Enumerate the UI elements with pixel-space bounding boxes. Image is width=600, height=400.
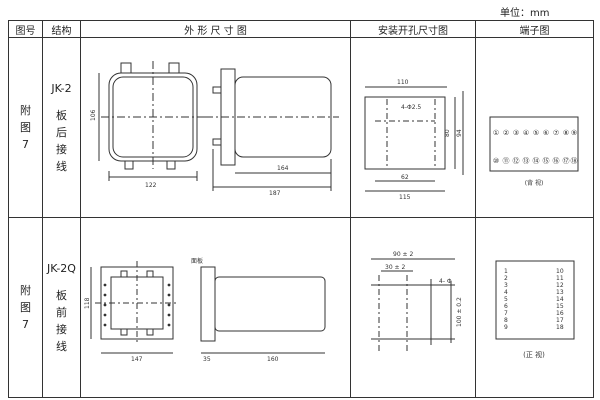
dim-total: 187 [269, 190, 281, 197]
svg-text:4: 4 [504, 289, 508, 296]
svg-text:⑯: ⑯ [553, 157, 560, 165]
svg-text:②: ② [503, 129, 509, 137]
svg-text:⑧: ⑧ [563, 129, 569, 137]
dim-height: 106 [90, 109, 97, 121]
mount-dim-top2: 30 ± 2 [385, 264, 405, 271]
svg-text:③: ③ [513, 129, 519, 137]
svg-text:⑤: ⑤ [533, 129, 539, 137]
mounting-drawing: 90 ± 2 30 ± 2 4- Φ 100 ± 0.2 [350, 217, 476, 398]
svg-text:9: 9 [504, 324, 508, 331]
svg-text:⑥: ⑥ [543, 129, 549, 137]
svg-text:⑭: ⑭ [533, 157, 540, 165]
header-structure: 结构 [42, 20, 81, 38]
panel-label: 面板 [191, 257, 203, 265]
svg-text:17: 17 [556, 317, 564, 324]
model-code: JK-2Q [47, 262, 76, 275]
svg-text:11: 11 [556, 275, 564, 282]
svg-text:2: 2 [504, 275, 508, 282]
hole-note: 4-Φ2.5 [401, 104, 421, 111]
svg-text:15: 15 [556, 303, 564, 310]
svg-text:5: 5 [504, 296, 508, 303]
structure-cell: JK-2 板后接线 [42, 37, 81, 218]
mounting-drawing-jk2q: 90 ± 2 30 ± 2 4- Φ 100 ± 0.2 [371, 251, 463, 351]
hole-note: 4- Φ [439, 278, 452, 285]
mount-dim-bottom: 115 [399, 194, 411, 201]
outline-drawing-jk2q: 118 147 35 160 面板 [84, 257, 326, 363]
svg-text:⑨: ⑨ [571, 129, 577, 137]
unit-label: 单位：mm [500, 8, 550, 19]
mount-dim-top: 110 [397, 79, 409, 86]
svg-text:14: 14 [556, 296, 564, 303]
outline-drawing: 106 122 164 187 [80, 37, 351, 218]
svg-text:⑱: ⑱ [571, 157, 578, 165]
outline-drawing-jk2: 106 122 164 187 [90, 60, 339, 197]
svg-text:7: 7 [504, 310, 508, 317]
mount-dim-h1: 80 [444, 129, 451, 137]
header-row: 图号 结构 外 形 尺 寸 图 安装开孔尺寸图 端子图 [8, 20, 594, 38]
svg-text:⑦: ⑦ [553, 129, 559, 137]
mount-dim-top: 90 ± 2 [393, 251, 413, 258]
svg-text:12: 12 [556, 282, 564, 289]
svg-text:⑮: ⑮ [543, 157, 550, 165]
svg-text:⑪: ⑪ [503, 157, 510, 165]
svg-text:10: 10 [556, 268, 564, 275]
svg-text:⑩: ⑩ [493, 157, 499, 165]
dim-height: 118 [84, 297, 91, 309]
svg-text:⑫: ⑫ [513, 157, 520, 165]
dim-width: 122 [145, 182, 157, 189]
svg-text:④: ④ [523, 129, 529, 137]
mounting-drawing: 110 4-Φ2.5 80 94 62 115 [350, 37, 476, 218]
header-fig-no: 图号 [8, 20, 43, 38]
svg-text:⑬: ⑬ [523, 157, 530, 165]
terminal-caption: (背 视) [525, 179, 544, 187]
svg-text:8: 8 [504, 317, 508, 324]
model-code: JK-2 [51, 82, 72, 95]
mount-dim-vertical: 100 ± 0.2 [456, 296, 463, 326]
svg-text:1: 1 [504, 268, 508, 275]
outline-drawing: 118 147 35 160 面板 [80, 217, 351, 398]
svg-text:18: 18 [556, 324, 564, 331]
mount-dim-inner: 62 [401, 174, 409, 181]
mounting-drawing-jk2: 110 4-Φ2.5 80 94 62 115 [364, 79, 464, 201]
svg-text:⑰: ⑰ [563, 157, 570, 165]
dim-width: 147 [131, 356, 143, 363]
svg-text:①: ① [493, 129, 499, 137]
dim-panel: 35 [203, 356, 211, 363]
svg-text:13: 13 [556, 289, 564, 296]
dim-depth: 160 [267, 356, 279, 363]
header-mounting: 安装开孔尺寸图 [350, 20, 476, 38]
structure-cell: JK-2Q 板前接线 [42, 217, 81, 398]
terminal-caption: (正 视) [523, 350, 545, 359]
header-terminal: 端子图 [475, 20, 594, 38]
svg-text:3: 3 [504, 282, 508, 289]
mount-dim-h2: 94 [456, 129, 463, 137]
svg-text:16: 16 [556, 310, 564, 317]
header-outline: 外 形 尺 寸 图 [80, 20, 351, 38]
dim-depth: 164 [277, 165, 289, 172]
svg-text:6: 6 [504, 303, 508, 310]
